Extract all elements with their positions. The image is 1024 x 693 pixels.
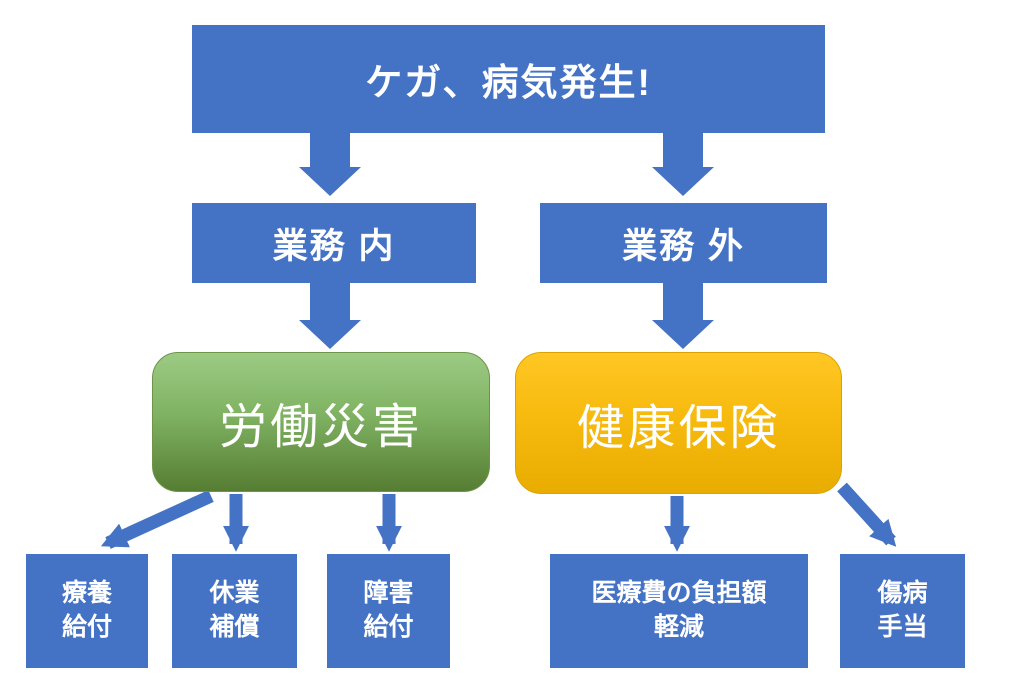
node-health-insurance: 健康保険 (515, 352, 842, 494)
node-sickness-allowance-label: 傷病 手当 (877, 579, 928, 641)
node-work-accident: 労働災害 (152, 352, 490, 492)
arrow-event-to-off-duty-icon (652, 131, 714, 196)
node-disability-benefit-label: 障害 給付 (363, 579, 414, 641)
node-event: ケガ、病気発生! (192, 25, 825, 133)
node-leave-compensation-label: 休業 補償 (209, 579, 260, 641)
node-work-accident-label: 労働災害 (218, 401, 423, 454)
node-on-duty: 業務 内 (192, 203, 476, 283)
node-on-duty-label: 業務 内 (272, 226, 396, 266)
node-health-insurance-label: 健康保険 (576, 402, 781, 455)
node-off-duty: 業務 外 (540, 203, 827, 283)
node-off-duty-label: 業務 外 (622, 226, 745, 266)
node-event-label: ケガ、病気発生! (365, 62, 652, 103)
arrow-work-accident-to-medical-benefit-icon (100, 490, 214, 549)
node-medical-benefit: 療養 給付 (26, 554, 148, 668)
arrow-health-insurance-to-sickness-allowance-icon (837, 482, 897, 547)
arrow-on-duty-to-work-accident-icon (299, 281, 361, 349)
node-medical-benefit-label: 療養 給付 (61, 579, 112, 641)
node-sickness-allowance: 傷病 手当 (840, 554, 965, 668)
arrow-event-to-on-duty-icon (299, 131, 361, 196)
node-disability-benefit: 障害 給付 (327, 554, 450, 668)
arrow-off-duty-to-health-insurance-icon (652, 281, 714, 349)
node-cost-reduction-label: 医療費の負担額 軽減 (591, 579, 767, 641)
node-leave-compensation: 休業 補償 (172, 554, 297, 668)
node-cost-reduction: 医療費の負担額 軽減 (550, 554, 808, 668)
